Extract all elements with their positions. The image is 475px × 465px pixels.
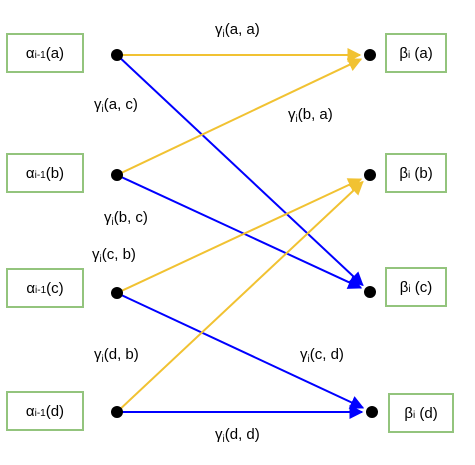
gamma-symbol: γ <box>215 21 223 38</box>
alpha-argument: (d) <box>45 402 65 420</box>
gamma-subscript: i <box>99 254 102 265</box>
beta-argument: (a) <box>410 44 433 62</box>
left-dot-a <box>111 49 123 61</box>
alpha-symbol: α <box>25 402 35 420</box>
edge-a-c <box>116 54 364 287</box>
beta-argument: (b) <box>410 164 433 182</box>
beta-argument: (d) <box>415 404 438 422</box>
gamma-subscript: i <box>295 114 298 125</box>
gamma-argument: (c, b) <box>101 246 136 263</box>
beta-subscript: i <box>407 50 411 61</box>
gamma-subscript: i <box>111 217 114 228</box>
edge-label-c-d: γi(c, d) <box>300 346 344 365</box>
edge-label-c-b: γi(c, b) <box>92 246 136 265</box>
alpha-subscript: i-1 <box>34 408 46 419</box>
beta-symbol: β <box>404 404 413 422</box>
alpha-symbol: α <box>26 279 36 297</box>
gamma-argument: (b, a) <box>297 106 333 123</box>
right-dot-c <box>364 286 376 298</box>
left-dot-d <box>111 406 123 418</box>
gamma-argument: (a, a) <box>224 21 260 38</box>
gamma-symbol: γ <box>94 346 102 363</box>
gamma-argument: (c, d) <box>309 346 344 363</box>
beta-subscript: i <box>408 284 411 295</box>
gamma-argument: (d, d) <box>224 426 260 443</box>
beta-subscript: i <box>412 410 416 421</box>
alpha-argument: (c) <box>46 279 64 297</box>
gamma-symbol: γ <box>92 246 100 263</box>
alpha-symbol: α <box>25 44 35 62</box>
alpha-subscript: i-1 <box>35 285 47 296</box>
alpha-subscript: i-1 <box>34 170 46 181</box>
edge-label-a-a: γi(a, a) <box>215 21 260 40</box>
left-dot-c <box>111 287 123 299</box>
gamma-subscript: i <box>101 104 104 115</box>
edge-c-d <box>116 292 365 409</box>
alpha-argument: (a) <box>45 44 65 62</box>
edge-b-c <box>116 174 363 289</box>
edge-d-b <box>116 180 364 413</box>
edge-label-a-c: γi(a, c) <box>94 96 138 115</box>
right-dot-d <box>366 406 378 418</box>
right-dot-a <box>364 49 376 61</box>
beta-subscript: i <box>407 170 411 181</box>
left-dot-b <box>111 169 123 181</box>
beta-symbol: β <box>399 44 408 62</box>
gamma-symbol: γ <box>104 209 112 226</box>
alpha-subscript: i-1 <box>34 50 46 61</box>
edge-label-b-a: γi(b, a) <box>288 106 333 125</box>
alpha-symbol: α <box>25 164 35 182</box>
edge-label-d-d: γi(d, d) <box>215 426 260 445</box>
edge-b-a <box>116 58 363 176</box>
gamma-symbol: γ <box>94 96 102 113</box>
gamma-subscript: i <box>222 29 225 40</box>
gamma-symbol: γ <box>300 346 308 363</box>
beta-argument: (c) <box>410 278 433 296</box>
edge-label-d-b: γi(d, b) <box>94 346 139 365</box>
gamma-subscript: i <box>101 354 104 365</box>
gamma-argument: (b, c) <box>113 209 148 226</box>
beta-symbol: β <box>399 164 408 182</box>
gamma-symbol: γ <box>215 426 223 443</box>
edge-c-b <box>116 178 363 294</box>
beta-symbol: β <box>399 278 409 296</box>
gamma-argument: (a, c) <box>103 96 138 113</box>
right-dot-b <box>364 169 376 181</box>
gamma-subscript: i <box>222 434 225 445</box>
edge-label-b-c: γi(b, c) <box>104 209 148 228</box>
gamma-symbol: γ <box>288 106 296 123</box>
gamma-argument: (d, b) <box>103 346 139 363</box>
gamma-subscript: i <box>307 354 310 365</box>
alpha-argument: (b) <box>45 164 65 182</box>
